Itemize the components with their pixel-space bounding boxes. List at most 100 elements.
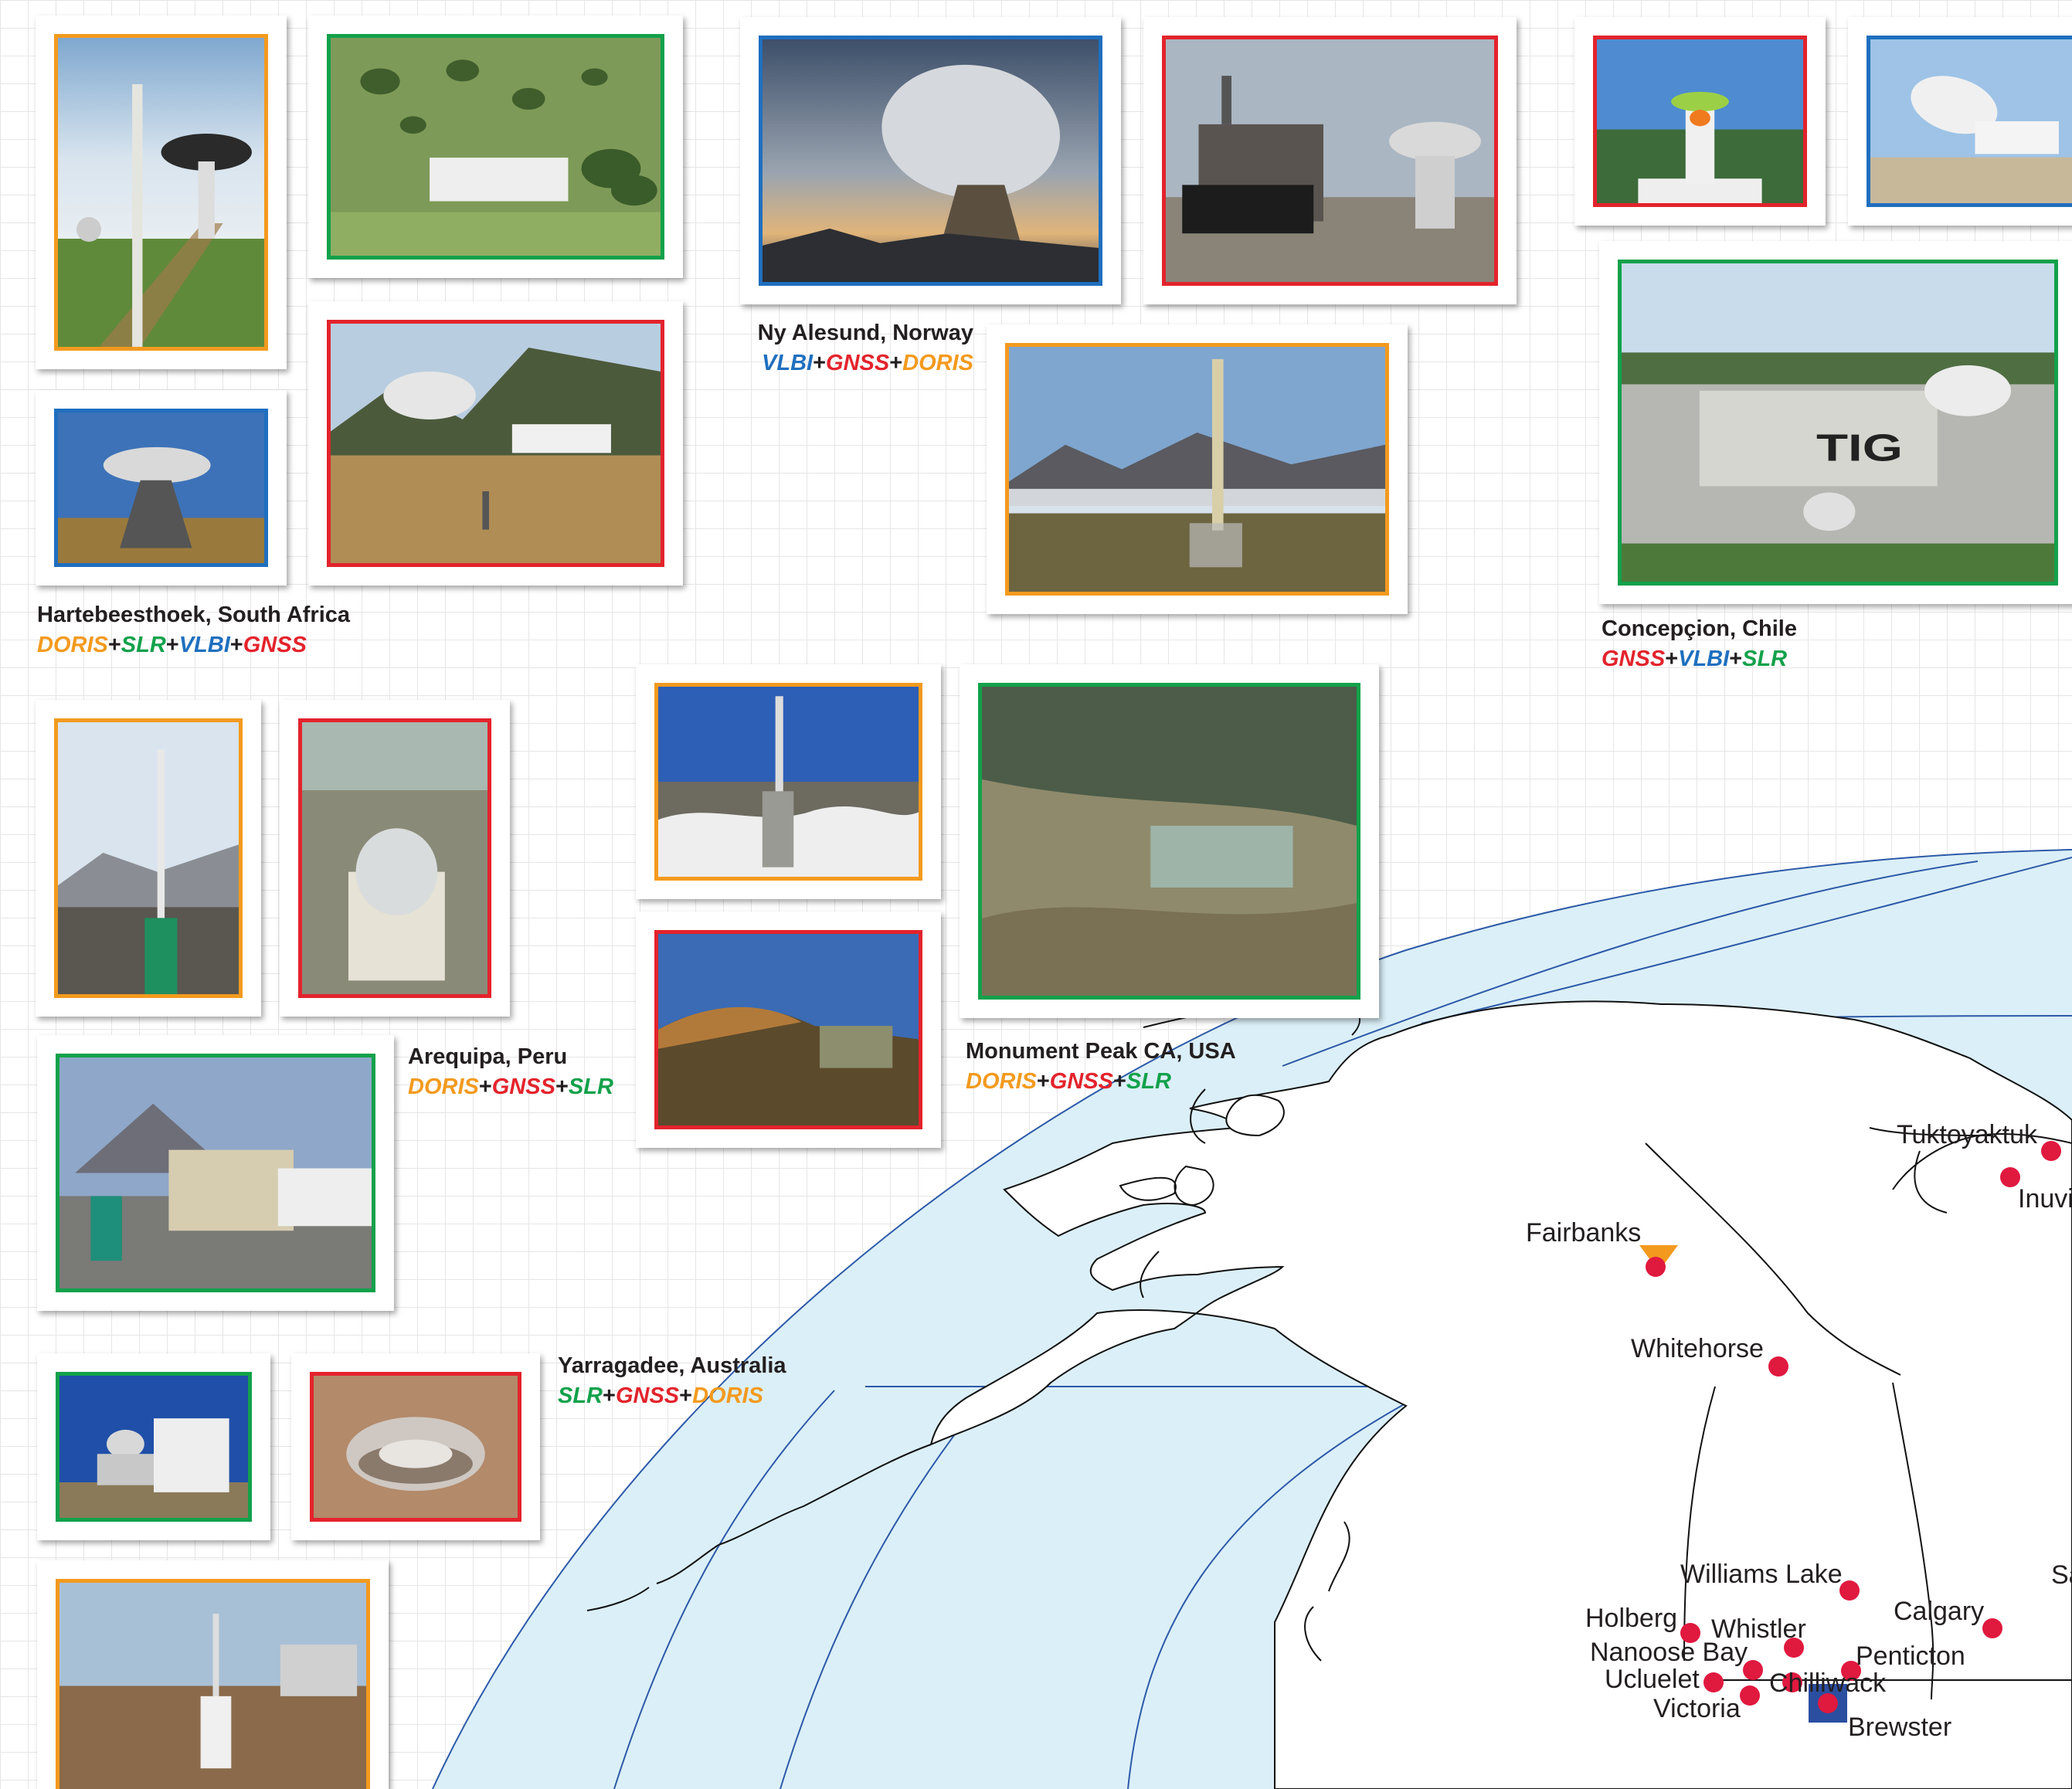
photo-usa-hill-shed bbox=[654, 930, 922, 1129]
site-caption: Hartebeesthoek, South Africa DORIS+SLR+V… bbox=[37, 603, 350, 658]
site-name: Arequipa, Peru bbox=[408, 1044, 568, 1069]
city-label: Penticton bbox=[1856, 1641, 1965, 1671]
city-label: Whitehorse bbox=[1631, 1334, 1764, 1363]
site-name: Concepçion, Chile bbox=[1602, 616, 1797, 641]
technique-slr: SLR bbox=[1126, 1069, 1171, 1094]
photo-chile-vlbi-dish bbox=[1866, 36, 2072, 207]
technique-separator: + bbox=[1665, 647, 1679, 671]
city-label: Tuktoyaktuk bbox=[1897, 1120, 2038, 1149]
site-name: Hartebeesthoek, South Africa bbox=[37, 603, 351, 627]
photo-card bbox=[291, 1353, 540, 1540]
photo-card bbox=[1574, 17, 1826, 226]
city-label: Nanoose Bay bbox=[1590, 1638, 1748, 1667]
whitehorse-dot bbox=[1768, 1356, 1788, 1377]
technique-separator: + bbox=[1036, 1069, 1050, 1094]
peninsula-land bbox=[1225, 1094, 1285, 1137]
technique-doris: DORIS bbox=[692, 1383, 763, 1408]
technique-separator: + bbox=[1112, 1069, 1126, 1094]
technique-vlbi: VLBI bbox=[1678, 647, 1730, 671]
technique-gnss: GNSS bbox=[243, 633, 307, 657]
city-label: Ucluelet bbox=[1605, 1665, 1700, 1694]
photo-sa-building-hill bbox=[327, 34, 664, 260]
photo-aus-gnss-dome bbox=[310, 1372, 521, 1522]
city-label: Brewster bbox=[1848, 1713, 1951, 1742]
photo-sa-antenna-tower bbox=[54, 34, 268, 351]
photo-norway-truck-radome bbox=[1162, 36, 1498, 286]
technique-separator: + bbox=[555, 1074, 569, 1099]
photo-card bbox=[37, 1353, 270, 1540]
whistler-dot bbox=[1784, 1638, 1804, 1658]
technique-separator: + bbox=[889, 351, 903, 375]
photo-usa-doris-snow bbox=[654, 683, 922, 881]
calgary-dot bbox=[1982, 1618, 2002, 1638]
technique-slr: SLR bbox=[1742, 647, 1788, 671]
site-caption: Yarragadee, Australia SLR+GNSS+DORIS bbox=[558, 1353, 786, 1409]
technique-slr: SLR bbox=[121, 633, 166, 657]
technique-slr: SLR bbox=[558, 1383, 603, 1408]
site-techniques: DORIS+GNSS+SLR bbox=[408, 1074, 613, 1100]
photo-sa-dish-grassland bbox=[327, 320, 664, 567]
photo-card bbox=[308, 301, 683, 586]
photo-card bbox=[1848, 17, 2072, 226]
fairbanks-dot bbox=[1646, 1257, 1666, 1277]
site-techniques: GNSS+VLBI+SLR bbox=[1602, 647, 1797, 672]
city-label: Chilliwack bbox=[1769, 1668, 1887, 1698]
brewster-dot bbox=[1818, 1693, 1838, 1713]
inuvik-dot bbox=[2000, 1167, 2020, 1187]
technique-slr: SLR bbox=[568, 1074, 613, 1099]
photo-peru-gnss-dome bbox=[298, 718, 491, 998]
technique-gnss: GNSS bbox=[1602, 647, 1666, 671]
technique-separator: + bbox=[813, 351, 827, 375]
technique-doris: DORIS bbox=[37, 633, 108, 657]
technique-separator: + bbox=[165, 633, 179, 657]
photo-usa-slr-hillside bbox=[978, 683, 1360, 1000]
photo-chile-gnss-pillar bbox=[1593, 36, 1807, 207]
city-label: Calgary bbox=[1894, 1597, 1984, 1626]
nanoose-bay-dot bbox=[1743, 1660, 1763, 1680]
tuktoyaktuk-dot bbox=[2041, 1141, 2061, 1161]
photo-card bbox=[37, 1560, 389, 1789]
technique-separator: + bbox=[478, 1074, 492, 1099]
photo-aus-slr-building bbox=[56, 1372, 252, 1522]
city-label: Holberg bbox=[1585, 1604, 1677, 1633]
technique-gnss: GNSS bbox=[491, 1074, 555, 1099]
site-name: Monument Peak CA, USA bbox=[966, 1039, 1236, 1064]
site-techniques: VLBI+GNSS+DORIS bbox=[749, 351, 973, 376]
city-label: Fairbanks bbox=[1526, 1218, 1641, 1248]
photo-card bbox=[636, 664, 941, 899]
technique-separator: + bbox=[603, 1383, 616, 1408]
technique-doris: DORIS bbox=[966, 1069, 1037, 1094]
west-island bbox=[1174, 1165, 1214, 1207]
photo-peru-slr-station bbox=[56, 1054, 375, 1292]
site-markers bbox=[1639, 1141, 2061, 1723]
photo-norway-gnss-mast-fog bbox=[1005, 343, 1389, 596]
penticton-dot bbox=[1841, 1661, 1861, 1681]
site-caption: Arequipa, Peru DORIS+GNSS+SLR bbox=[408, 1044, 613, 1100]
site-name: Ny Alesund, Norway bbox=[757, 321, 973, 345]
photo-card bbox=[636, 911, 941, 1148]
ucluelet-dot bbox=[1703, 1672, 1724, 1692]
photo-card bbox=[308, 15, 683, 278]
photo-card bbox=[1143, 17, 1517, 304]
technique-separator: + bbox=[679, 1383, 693, 1408]
photo-aus-doris-pillar bbox=[56, 1579, 370, 1789]
site-caption: Concepçion, Chile GNSS+VLBI+SLR bbox=[1602, 616, 1797, 672]
site-techniques: SLR+GNSS+DORIS bbox=[558, 1383, 786, 1409]
technique-vlbi: VLBI bbox=[178, 633, 230, 657]
technique-vlbi: VLBI bbox=[762, 351, 814, 375]
technique-gnss: GNSS bbox=[826, 351, 890, 375]
photo-chile-tigo-containers: TIG bbox=[1618, 260, 2058, 586]
williams-lake-dot bbox=[1839, 1580, 1860, 1601]
technique-doris: DORIS bbox=[408, 1074, 479, 1099]
alaska-land bbox=[929, 1000, 2072, 1789]
svg-text:TIG: TIG bbox=[1816, 426, 1903, 469]
technique-separator: + bbox=[1729, 647, 1743, 671]
technique-separator: + bbox=[229, 633, 243, 657]
photo-card bbox=[960, 664, 1379, 1018]
photo-card bbox=[36, 390, 287, 586]
chilliwack-dot bbox=[1782, 1672, 1802, 1692]
city-label: Victoria bbox=[1653, 1694, 1741, 1723]
technique-doris: DORIS bbox=[902, 351, 973, 375]
photo-card: TIG bbox=[1599, 241, 2072, 604]
